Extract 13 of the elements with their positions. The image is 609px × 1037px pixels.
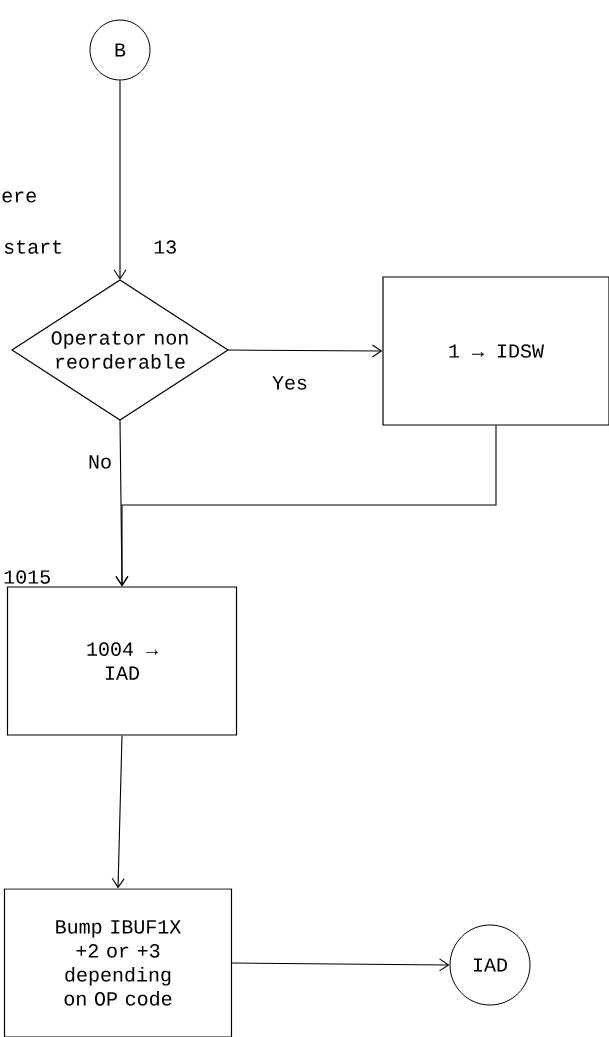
arrow [111, 735, 125, 889]
edge-label: Yes [271, 375, 309, 391]
note-text: ere [2, 191, 36, 203]
connector-number: 13 [154, 240, 176, 254]
arrow [113, 79, 127, 280]
arrow [115, 425, 497, 587]
process-box: Bump IBUF1X +2 or +3 depending on OP code [3, 888, 233, 1037]
note-text: start [4, 240, 62, 254]
process-box: 1004 → IAD [6, 586, 238, 736]
process-box: 1 → IDSW [382, 276, 609, 426]
arrow [231, 958, 450, 972]
edge-label: No [87, 454, 113, 470]
arrow [227, 344, 383, 358]
